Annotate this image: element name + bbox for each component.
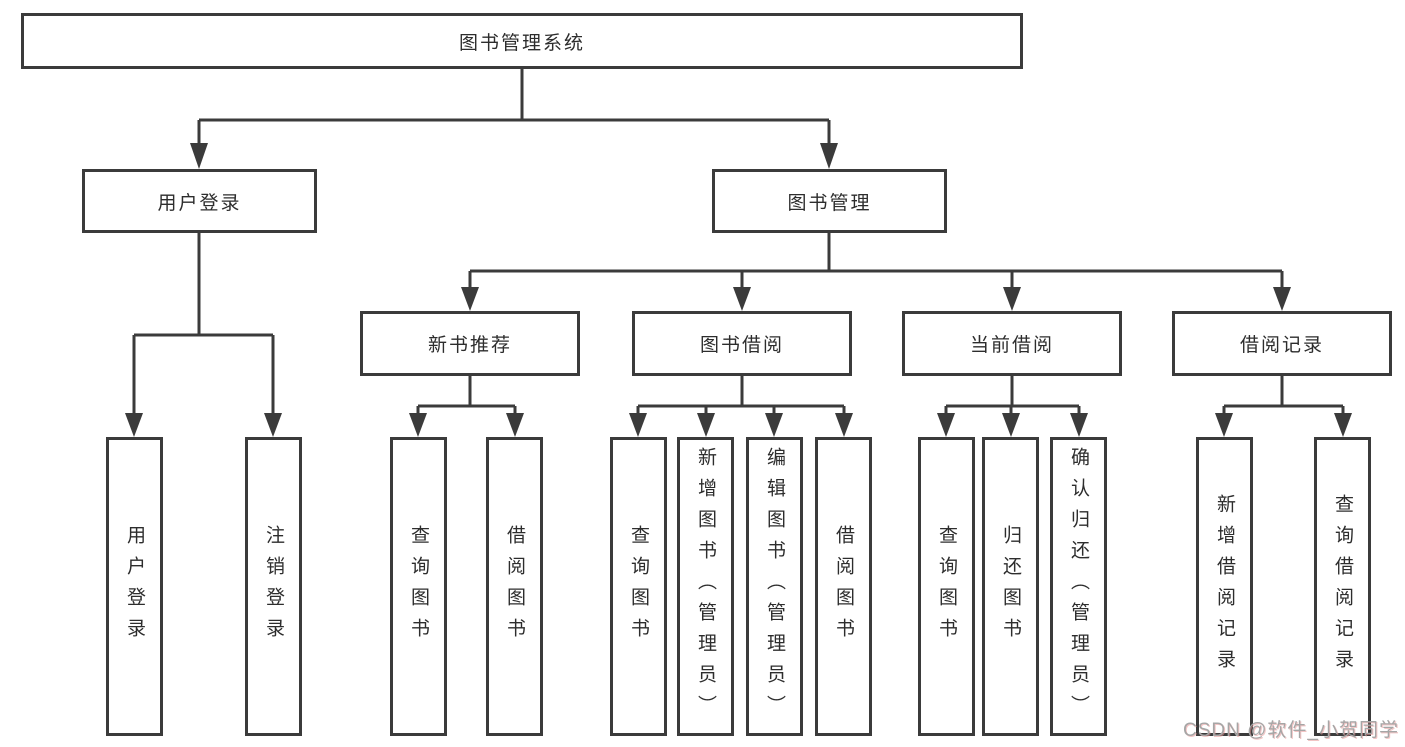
arrowhead-icon	[409, 413, 427, 437]
arrowhead-icon	[1273, 287, 1291, 311]
node-label: 当前借阅	[969, 335, 1054, 356]
leaf-return-books: 归还图书	[982, 437, 1039, 736]
leaf-label: 归还图书	[1000, 524, 1021, 649]
arrowhead-icon	[765, 413, 783, 437]
connector-bookmgmt-to-level3	[468, 233, 1284, 290]
node-borrow-records: 借阅记录	[1172, 311, 1392, 376]
leaf-user-login: 用户登录	[106, 437, 163, 736]
leaf-label: 确认归还（管理员）	[1068, 447, 1089, 726]
arrowhead-icon	[629, 413, 647, 437]
connector-newbook-to-leaves	[416, 376, 517, 416]
node-new-book-recommend: 新书推荐	[360, 311, 580, 376]
leaf-borrow-books: 借阅图书	[486, 437, 543, 736]
leaf-confirm-return-admin: 确认归还（管理员）	[1050, 437, 1107, 736]
leaf-query-books-current: 查询图书	[918, 437, 975, 736]
leaf-edit-books-admin: 编辑图书（管理员）	[746, 437, 803, 736]
node-user-login: 用户登录	[82, 169, 317, 233]
tree-connector-lines	[132, 69, 1345, 416]
leaf-label: 新增借阅记录	[1214, 493, 1235, 680]
leaf-label: 借阅图书	[504, 524, 525, 649]
node-label: 新书推荐	[427, 335, 512, 356]
node-label: 用户登录	[157, 192, 242, 214]
leaf-query-borrow-record: 查询借阅记录	[1314, 437, 1371, 736]
leaf-borrow-books-2: 借阅图书	[815, 437, 872, 736]
leaf-query-books-borrow: 查询图书	[610, 437, 667, 736]
csdn-watermark: CSDN @软件_小贺同学	[1183, 720, 1399, 741]
arrowhead-icon	[733, 287, 751, 311]
arrowhead-icon	[264, 413, 282, 437]
connector-records-to-leaves	[1222, 376, 1345, 416]
node-current-borrow: 当前借阅	[902, 311, 1122, 376]
arrowhead-icon	[820, 143, 838, 169]
leaf-label: 编辑图书（管理员）	[764, 447, 785, 726]
leaf-label: 注销登录	[263, 524, 284, 649]
leaf-label: 查询图书	[408, 524, 429, 649]
arrowhead-icon	[1003, 287, 1021, 311]
leaf-label: 新增图书（管理员）	[695, 447, 716, 726]
connector-root-to-level2	[197, 69, 831, 146]
arrowhead-icon	[835, 413, 853, 437]
node-book-borrow: 图书借阅	[632, 311, 852, 376]
node-label: 图书管理系统	[458, 32, 585, 54]
arrowhead-icon	[1215, 413, 1233, 437]
leaf-label: 查询借阅记录	[1332, 493, 1353, 680]
leaf-add-borrow-record: 新增借阅记录	[1196, 437, 1253, 736]
node-label: 图书借阅	[699, 335, 784, 356]
node-book-management: 图书管理	[712, 169, 947, 233]
leaf-add-books-admin: 新增图书（管理员）	[677, 437, 734, 736]
arrowhead-icon	[125, 413, 143, 437]
arrowhead-icon	[461, 287, 479, 311]
arrowhead-icon	[1002, 413, 1020, 437]
leaf-label: 查询图书	[628, 524, 649, 649]
arrowhead-icon	[190, 143, 208, 169]
arrowhead-icon	[937, 413, 955, 437]
arrowhead-icon	[1070, 413, 1088, 437]
node-library-management-system: 图书管理系统	[21, 13, 1023, 69]
leaf-logout: 注销登录	[245, 437, 302, 736]
leaf-label: 用户登录	[124, 524, 145, 649]
arrowhead-icon	[1334, 413, 1352, 437]
leaf-query-books: 查询图书	[390, 437, 447, 736]
node-label: 借阅记录	[1239, 335, 1324, 356]
leaf-label: 借阅图书	[833, 524, 854, 649]
arrowhead-icon	[506, 413, 524, 437]
arrowhead-icon	[697, 413, 715, 437]
connector-borrow-to-leaves	[636, 376, 846, 416]
node-label: 图书管理	[787, 192, 872, 214]
leaf-label: 查询图书	[936, 524, 957, 649]
arrowhead-icons	[125, 143, 1352, 437]
connector-current-to-leaves	[944, 376, 1081, 416]
connector-userlogin-to-leaves	[132, 233, 275, 416]
